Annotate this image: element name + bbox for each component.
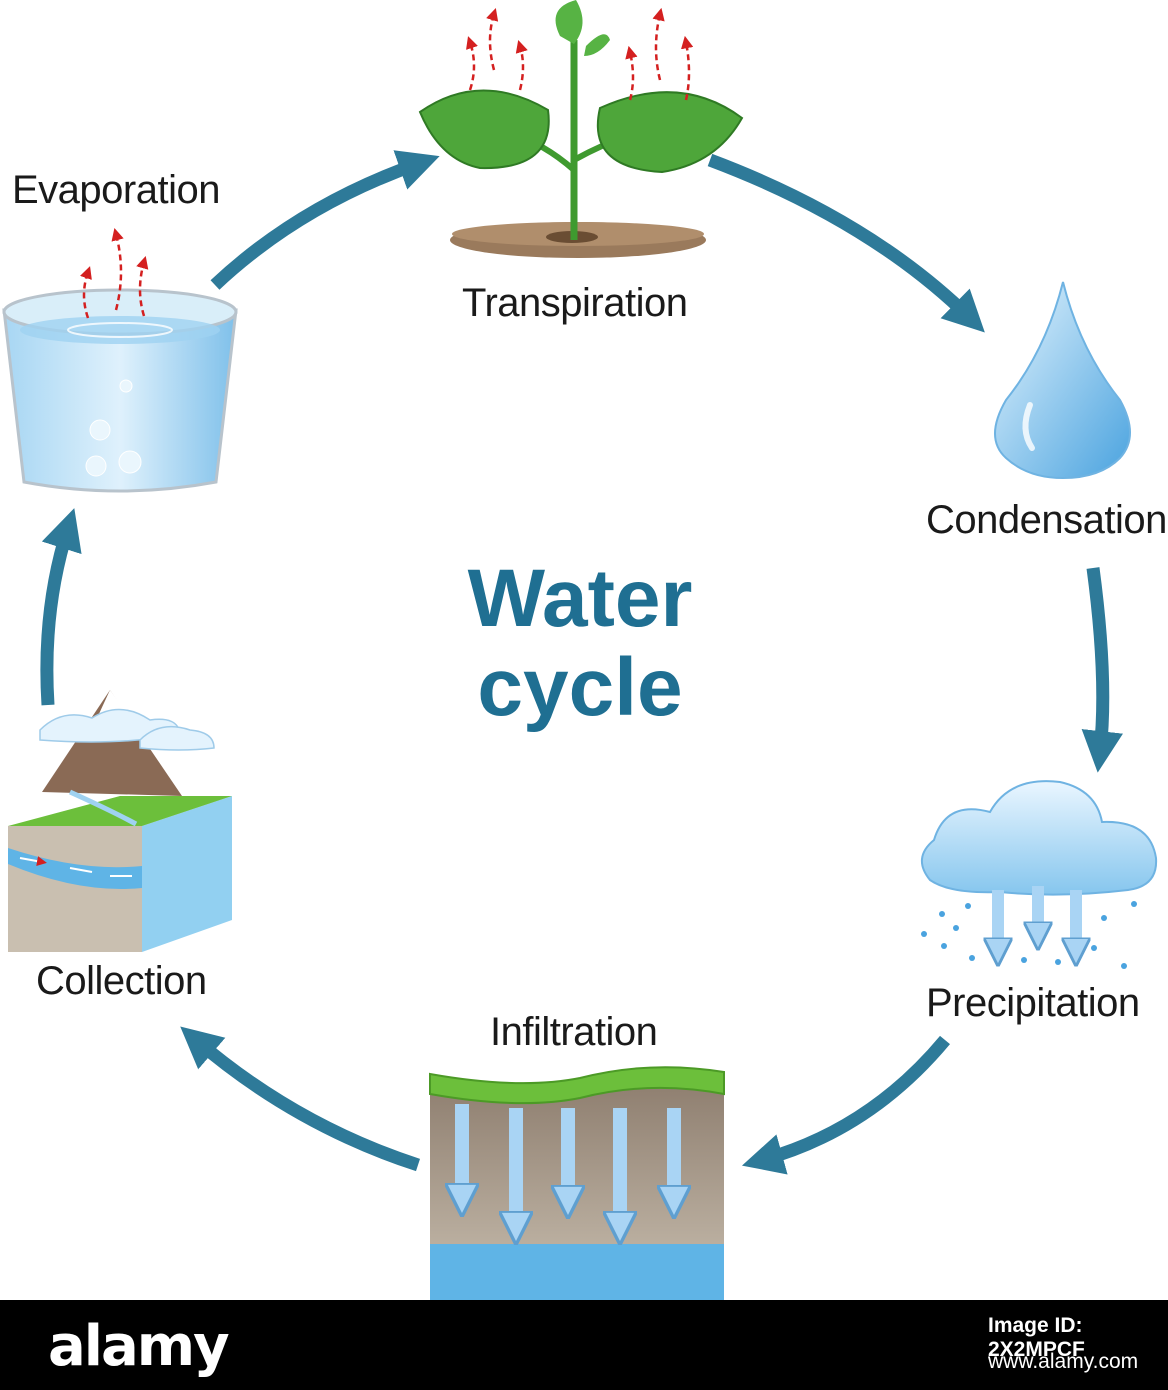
diagram-title: Water cycle — [380, 553, 780, 733]
glass-of-water-icon — [2, 288, 238, 493]
arrow-precipitation-to-infiltration — [741, 1035, 950, 1175]
label-evaporation: Evaporation — [12, 168, 220, 212]
arrow-evaporation-to-transpiration — [210, 150, 440, 290]
title-line-2: cycle — [477, 641, 683, 733]
water-drop-icon — [994, 281, 1131, 480]
arrow-condensation-to-precipitation — [1081, 567, 1123, 773]
plant-icon — [418, 0, 744, 258]
footer-url: www.alamy.com — [988, 1350, 1139, 1373]
title-line-1: Water — [467, 553, 693, 644]
label-transpiration: Transpiration — [462, 281, 688, 325]
arrow-infiltration-to-collection — [180, 1026, 421, 1172]
arrow-transpiration-to-condensation — [707, 153, 985, 333]
label-condensation: Condensation — [926, 498, 1167, 542]
evaporation-vapor-icon — [80, 227, 149, 319]
label-collection: Collection — [36, 959, 207, 1003]
label-infiltration: Infiltration — [490, 1010, 658, 1054]
soil-infiltration-icon — [429, 1066, 725, 1300]
mountain-lake-icon — [8, 690, 232, 952]
rain-cloud-icon — [921, 780, 1158, 969]
label-precipitation: Precipitation — [926, 981, 1140, 1025]
cycle-arrows — [40, 150, 1123, 1175]
stock-footer: alamy Image ID: 2X2MPCF www.alamy.com — [0, 1300, 1168, 1390]
transpiration-vapor-icon — [466, 7, 694, 101]
brand-logo: alamy — [48, 1314, 230, 1379]
image-id: Image ID: 2X2MPCF — [988, 1314, 1085, 1361]
water-cycle-diagram — [2, 0, 1158, 1300]
arrow-collection-to-evaporation — [40, 508, 82, 706]
